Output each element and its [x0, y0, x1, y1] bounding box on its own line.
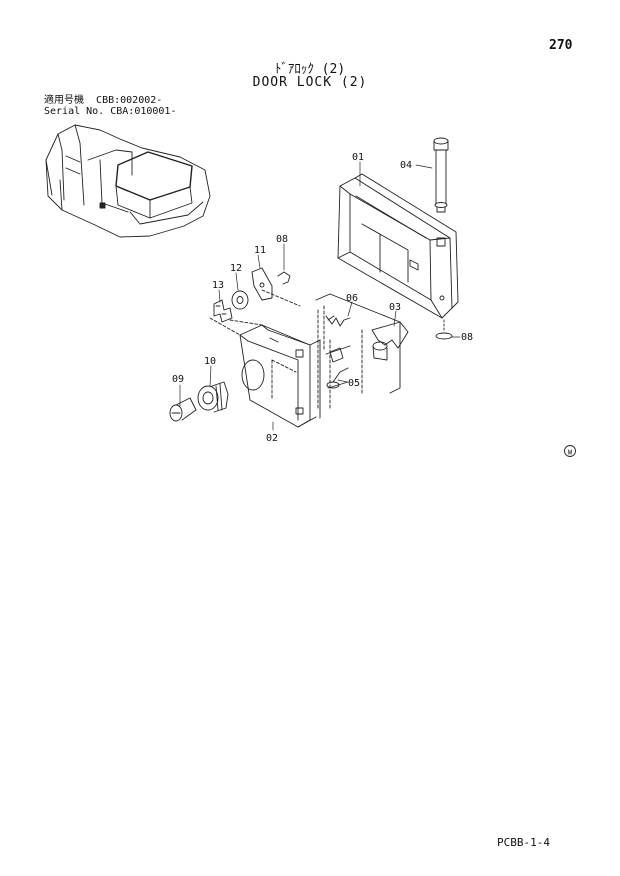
callout-02: 02: [266, 433, 278, 444]
excavator-keymap: [45, 124, 211, 238]
part-12-washer: [231, 290, 249, 310]
part-01-frame: [337, 173, 459, 319]
callout-04: 04: [400, 160, 412, 171]
page-number: 270: [549, 38, 573, 53]
model-label-jp: 適用号機: [44, 95, 84, 106]
part-04-pin: [433, 137, 449, 213]
callout-labels: 01 04 03 06 05 08 08 11 12 13 10 09 02: [172, 152, 473, 444]
callout-06: 06: [346, 293, 358, 304]
part-13-bracket: [213, 299, 233, 323]
serial-applicability: Serial No. CBA:010001-: [44, 106, 176, 117]
callout-12: 12: [230, 263, 242, 274]
part-06-spring: [325, 315, 351, 327]
callout-09: 09: [172, 374, 184, 385]
w-marker-symbol: W: [564, 445, 576, 457]
callout-01: 01: [352, 152, 364, 163]
callout-10: 10: [204, 356, 216, 367]
callout-03: 03: [389, 302, 401, 313]
part-08-clip-upper: [277, 271, 291, 285]
title-english: DOOR LOCK (2): [252, 75, 368, 90]
callout-13: 13: [212, 280, 224, 291]
part-05-spring: [325, 345, 351, 389]
assembly-lines: [209, 289, 363, 411]
part-03-latch: [371, 321, 409, 361]
w-marker-letter: W: [568, 449, 573, 457]
title-japanese: ﾄﾞｱﾛｯｸ (2): [274, 62, 346, 77]
serial-value: CBA:010001-: [110, 106, 177, 117]
part-09-cylinder: [169, 397, 197, 422]
part-11-plate: [251, 267, 273, 301]
leader-lines: [179, 161, 461, 431]
callout-05: 05: [348, 378, 360, 389]
model-value: CBB:002002-: [96, 95, 163, 106]
model-applicability: 適用号機 CBB:002002-: [44, 95, 162, 106]
serial-label: Serial No.: [44, 106, 105, 117]
part-08-clip-lower: [435, 319, 453, 340]
footer-code: PCBB-1-4: [497, 836, 550, 849]
part-02-body: [239, 293, 401, 428]
callout-08-upper: 08: [276, 234, 288, 245]
part-10-nut: [197, 381, 229, 413]
callout-08-lower: 08: [461, 332, 473, 343]
callout-11: 11: [254, 245, 266, 256]
